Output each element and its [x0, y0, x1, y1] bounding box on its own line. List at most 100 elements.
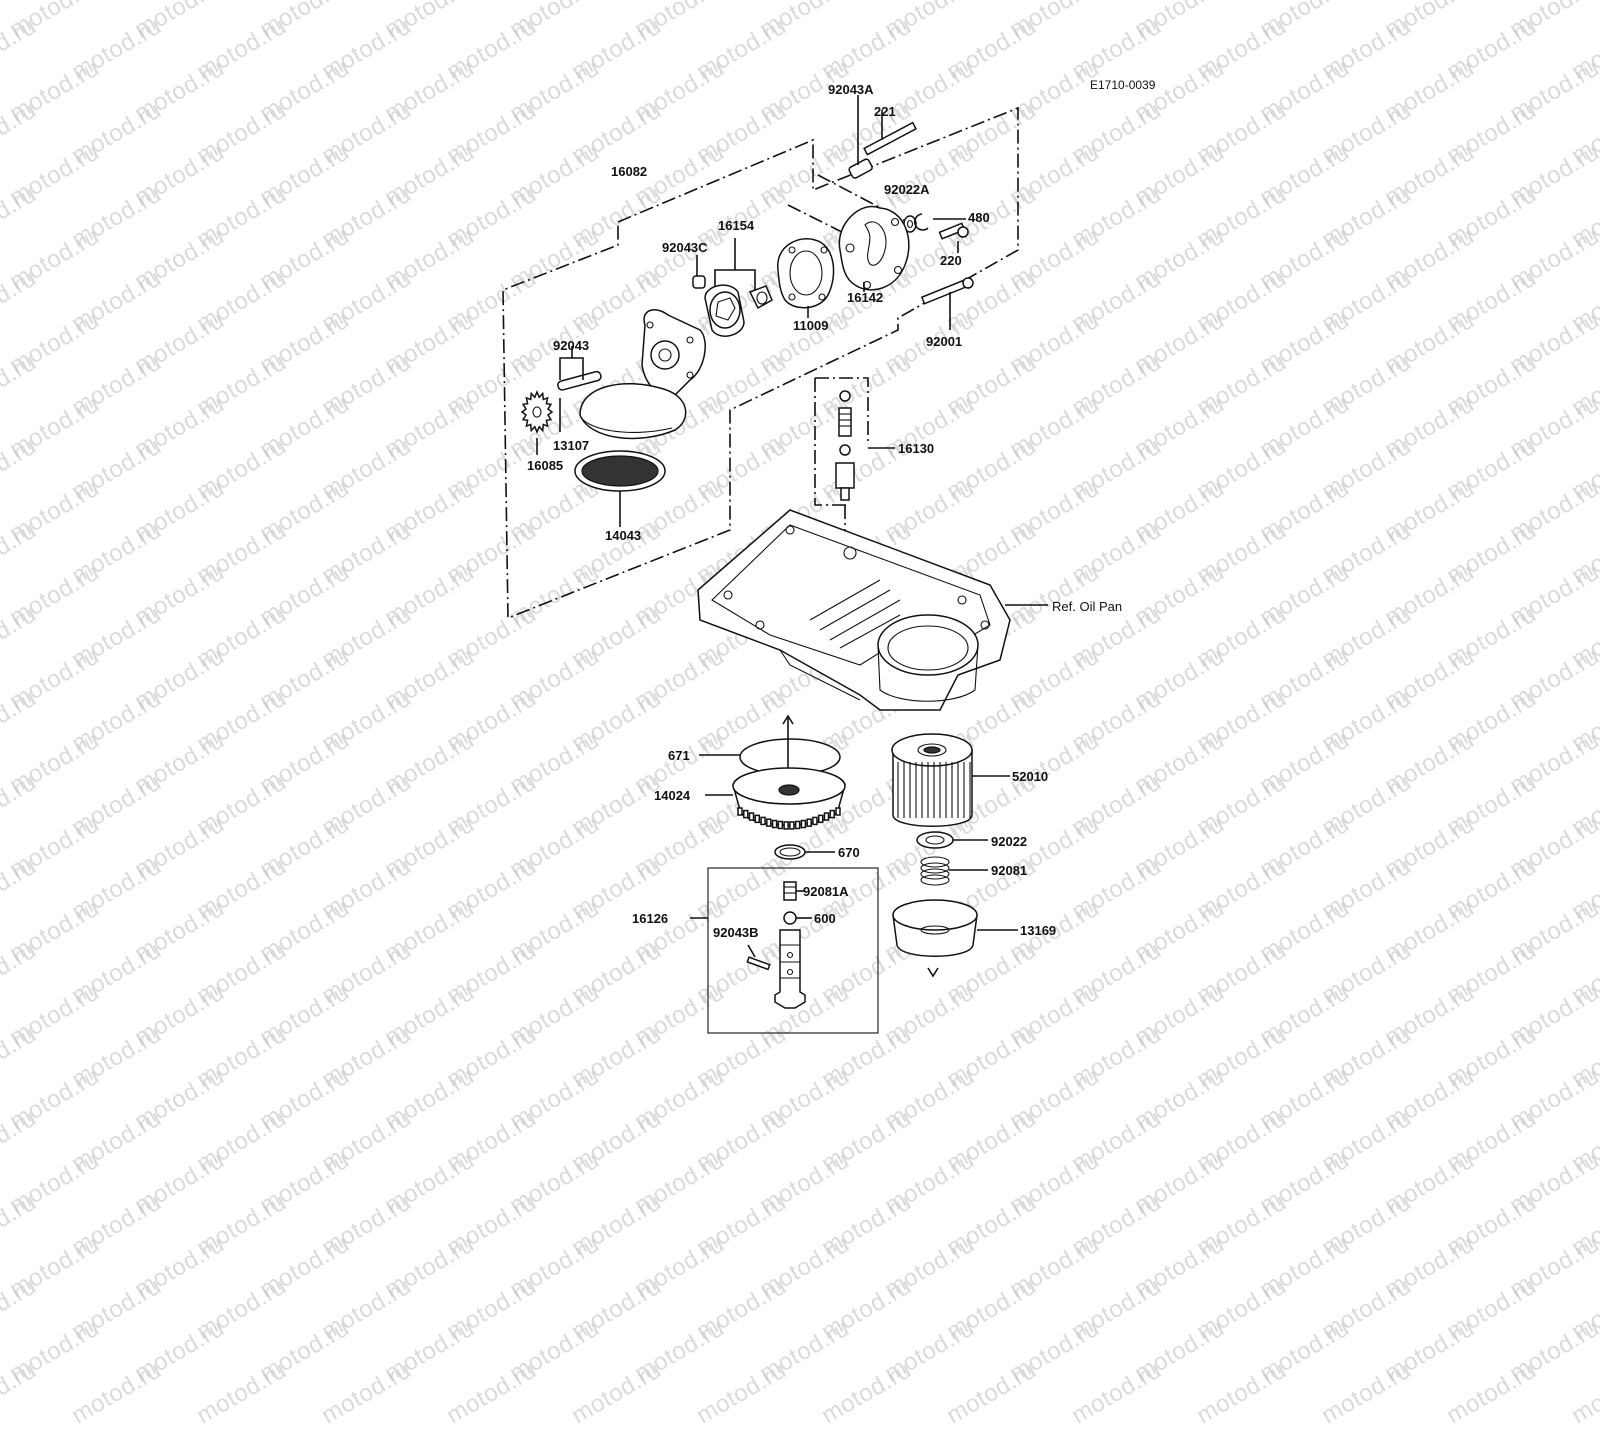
watermark: motod.ru [192, 1356, 291, 1430]
watermark: motod.ru [380, 1230, 479, 1304]
watermark: motod.ru [1192, 1356, 1291, 1430]
shaft-13107 [557, 370, 602, 432]
watermark: motod.ru [942, 1356, 1041, 1430]
pins-92043 [559, 346, 584, 380]
watermark: motod.ru [692, 1356, 791, 1430]
watermark: motod.ru [442, 1272, 541, 1346]
bolt-220 [938, 222, 969, 253]
watermark: motod.ru [255, 1314, 354, 1388]
label-600: 600 [814, 911, 836, 926]
sprocket-16085 [520, 390, 554, 434]
watermark: motod.ru [1067, 1356, 1166, 1430]
watermark: motod.ru [567, 1272, 666, 1346]
watermark: motod.ru [880, 1314, 979, 1388]
label-92043B: 92043B [713, 925, 759, 940]
label-11009: 11009 [793, 318, 829, 333]
label-670: 670 [838, 845, 860, 860]
watermark: motod.ru [1442, 1356, 1541, 1430]
watermark: motod.ru [192, 1272, 291, 1346]
label-220: 220 [940, 253, 962, 268]
diagram-drawing [502, 95, 1048, 1034]
label-14043: 14043 [605, 528, 642, 543]
label-13107: 13107 [553, 438, 590, 453]
washer-92022A [903, 215, 917, 233]
label-92043: 92043 [553, 338, 590, 353]
washer-92022 [916, 831, 988, 849]
watermark: motod.ru [630, 1314, 729, 1388]
spring-92081 [920, 856, 988, 886]
watermark: motod.ru [1505, 1230, 1600, 1304]
label-92081: 92081 [991, 863, 1028, 878]
watermark: motod.ru [0, 1272, 41, 1346]
pump-assembly-boundary [502, 106, 1019, 620]
label-92081A: 92081A [803, 884, 849, 899]
label-92001: 92001 [926, 334, 963, 349]
watermark: motod.ru [1192, 1272, 1291, 1346]
watermark: motod.ru [130, 1314, 229, 1388]
watermark: motod.ru [1130, 1314, 1229, 1388]
label-14024: 14024 [654, 788, 691, 803]
label-16126: 16126 [632, 911, 669, 926]
label-16130: 16130 [898, 441, 935, 456]
label-92043A: 92043A [828, 82, 874, 97]
label-92043C: 92043C [662, 240, 708, 255]
watermark: motod.ru [1442, 1272, 1541, 1346]
pump-cover-16142 [838, 205, 910, 292]
bypass-valve-16126 [690, 867, 879, 1034]
watermark: motod.ru [692, 1272, 791, 1346]
label-92022: 92022 [991, 834, 1028, 849]
label-52010: 52010 [1012, 769, 1049, 784]
guide-line [817, 174, 914, 226]
label-671: 671 [668, 748, 690, 763]
drawing-code: E1710-0039 [1090, 78, 1156, 92]
bolt-221 [863, 110, 917, 156]
label-480: 480 [968, 210, 990, 225]
watermark: motod.ru [67, 1356, 166, 1430]
label-16085: 16085 [527, 458, 564, 473]
watermark: motod.ru [505, 1230, 604, 1304]
watermark: motod.ru [1567, 1356, 1600, 1430]
bolt-92001 [920, 277, 974, 330]
watermark: motod.ru [5, 1230, 104, 1304]
rotors-16154 [704, 238, 773, 337]
watermark: motod.ru [130, 1230, 229, 1304]
watermark: motod.ru [755, 1314, 854, 1388]
clip-480 [913, 213, 966, 231]
screen-14043 [574, 450, 666, 527]
watermark: motod.ru [1005, 1230, 1104, 1304]
watermark: motod.ru [442, 1356, 541, 1430]
watermark: motod.ru [1317, 1356, 1416, 1430]
watermark: motod.ru [817, 1356, 916, 1430]
watermark: motod.ru [0, 1356, 41, 1430]
watermark: motod.ru [1567, 1272, 1600, 1346]
label-16142: 16142 [847, 290, 884, 305]
watermark: motod.ru [5, 1314, 104, 1388]
relief-valve-16130 [814, 377, 895, 555]
cover-14024 [705, 767, 846, 830]
watermark: motod.ru [1380, 1314, 1479, 1388]
pin-92043C [692, 255, 706, 289]
watermark: motod.ru [255, 1230, 354, 1304]
label-16154: 16154 [718, 218, 755, 233]
watermark: motod.ru [1255, 1314, 1354, 1388]
label-221: 221 [874, 104, 896, 119]
gasket-11009 [777, 238, 835, 318]
cover-13169 [892, 899, 1018, 978]
watermark: motod.ru [505, 1314, 604, 1388]
watermark: motod.ru [942, 1272, 1041, 1346]
watermark: motod.ru [1067, 1272, 1166, 1346]
label-ref-oil-pan: Ref. Oil Pan [1052, 599, 1123, 614]
pin-92043A [848, 95, 873, 179]
oil-pan [697, 509, 1048, 711]
label-92022A: 92022A [884, 182, 930, 197]
watermark: motod.ru [755, 1230, 854, 1304]
watermark: motod.ru [67, 1272, 166, 1346]
label-13169: 13169 [1020, 923, 1057, 938]
watermark: motod.ru [1380, 1230, 1479, 1304]
watermark: motod.ru [880, 1230, 979, 1304]
watermark: motod.ru [1317, 1272, 1416, 1346]
watermark: motod.ru [317, 1272, 416, 1346]
label-16082: 16082 [611, 164, 648, 179]
watermark: motod.ru [380, 1314, 479, 1388]
watermark: motod.ru [567, 1356, 666, 1430]
